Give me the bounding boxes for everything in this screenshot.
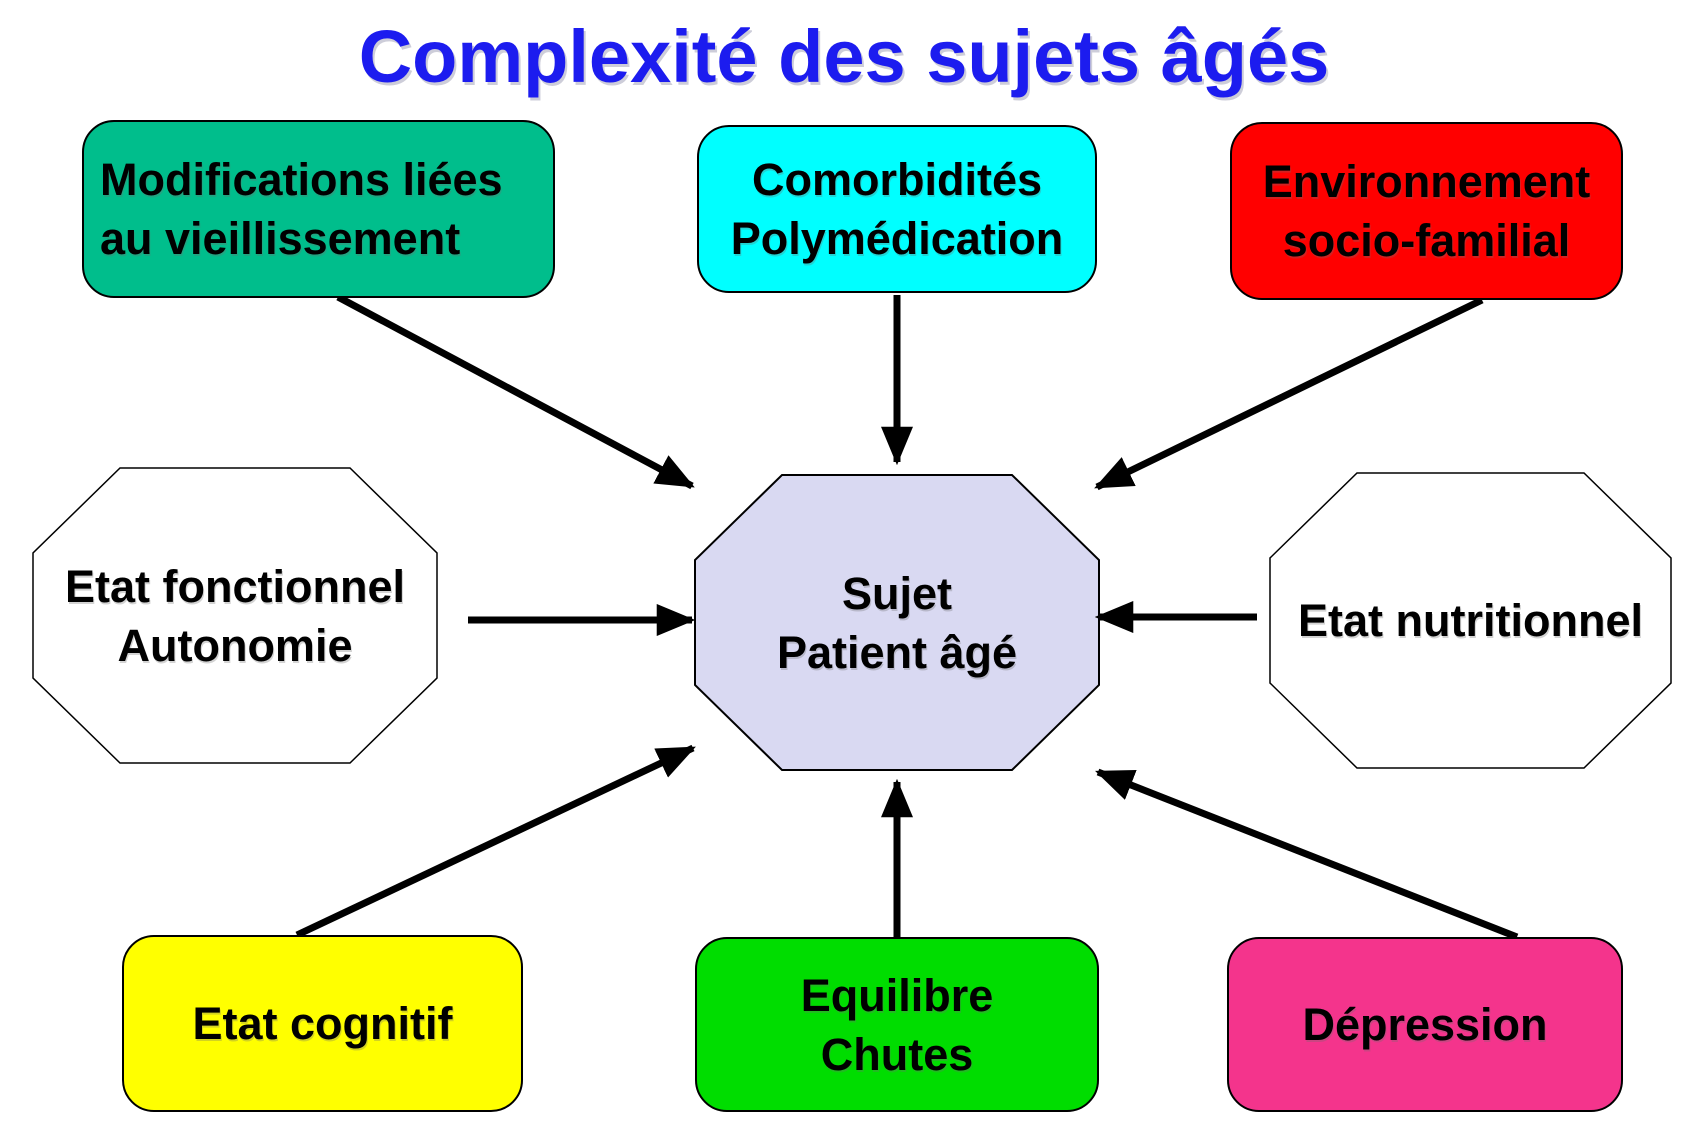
- node-label: Comorbidités: [751, 154, 1043, 205]
- node-comorbidites-polymedication: Comorbidités Polymédication: [697, 125, 1097, 293]
- page-title: Complexité des sujets âgés: [358, 15, 1330, 98]
- node-equilibre-chutes: Equilibre Chutes: [695, 937, 1099, 1112]
- node-label: Etat cognitif: [192, 998, 453, 1049]
- arrow-cognitif-to-sujet: [295, 744, 696, 939]
- node-environnement-socio-familial: Environnement socio-familial: [1230, 122, 1623, 300]
- octagon-etat-nutritionnel: [1269, 472, 1672, 769]
- octagon-etat-fonctionnel: [32, 467, 438, 764]
- node-label: Dépression: [1302, 999, 1548, 1050]
- node-etat-cognitif: Etat cognitif: [122, 935, 523, 1112]
- node-label: socio-familial: [1282, 215, 1571, 266]
- node-label: Chutes: [820, 1028, 974, 1080]
- node-label: Modifications liées: [100, 154, 503, 205]
- arrow-depression-to-sujet: [1095, 768, 1519, 941]
- arrow-environnement-to-sujet: [1094, 296, 1484, 491]
- node-modifications-vieillissement: Modifications liées au vieillissement: [82, 120, 555, 298]
- node-label: Environnement: [1262, 156, 1591, 207]
- arrow-modifications-to-sujet: [336, 293, 695, 490]
- node-label: Equilibre: [800, 969, 994, 1021]
- node-label: Polymédication: [730, 213, 1064, 264]
- octagon-sujet-patient-age: [694, 474, 1100, 771]
- node-depression: Dépression: [1227, 937, 1623, 1112]
- node-label: au vieillissement: [100, 213, 461, 264]
